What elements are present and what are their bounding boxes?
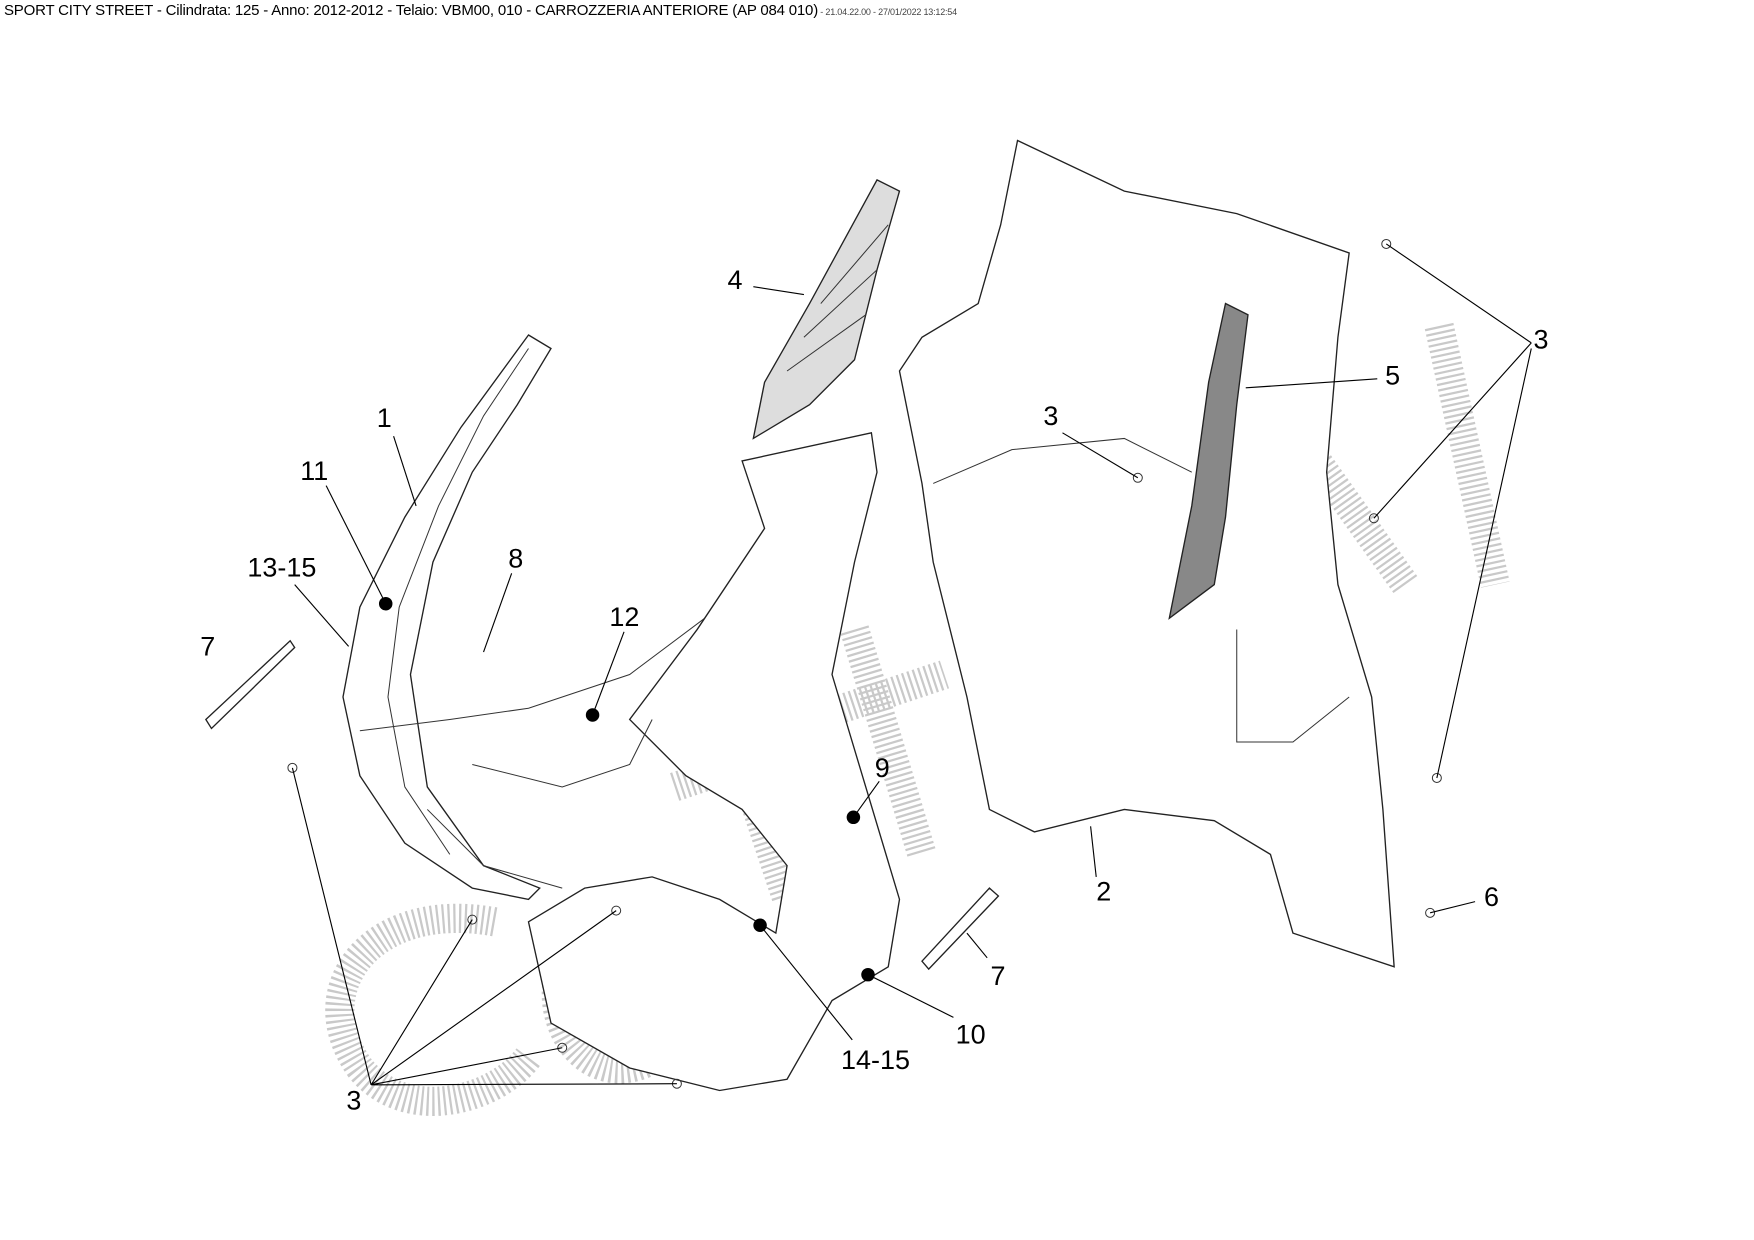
callout-2: 2 [1096, 876, 1111, 906]
callout-14-15: 14-15 [841, 1045, 910, 1075]
part-4-grille [752, 178, 901, 440]
callout-5: 5 [1385, 360, 1400, 390]
part-12-front-shield [426, 432, 901, 1092]
timestamp: - 21.04.22.00 - 27/01/2022 13:12:54 [818, 7, 957, 17]
callout-6: 6 [1484, 882, 1499, 912]
callout-7-left: 7 [200, 631, 215, 661]
callout-10: 10 [956, 1019, 986, 1049]
callout-12: 12 [609, 602, 639, 632]
leader-lines [291, 243, 1532, 1086]
callout-4: 4 [727, 265, 742, 295]
callout-3-bottom: 3 [346, 1086, 361, 1116]
callout-labels: 1 11 13-15 8 7 12 4 3 5 3 9 2 6 7 10 14-… [200, 265, 1548, 1116]
callout-13-15: 13-15 [247, 553, 316, 583]
callout-3-right: 3 [1534, 325, 1549, 355]
title-text: SPORT CITY STREET - Cilindrata: 125 - An… [4, 2, 818, 19]
callout-7-right: 7 [991, 961, 1006, 991]
callout-1: 1 [377, 403, 392, 433]
callout-3-center: 3 [1043, 401, 1058, 431]
part-2-inner-panel [898, 139, 1395, 968]
callout-11: 11 [300, 456, 328, 486]
part-7-strip-left [204, 639, 296, 730]
diagram-title: SPORT CITY STREET - Cilindrata: 125 - An… [4, 2, 957, 19]
callout-9: 9 [875, 753, 890, 783]
part-5-trim-strip [1168, 302, 1249, 620]
part-7-strip-right [921, 887, 1000, 971]
callout-8: 8 [508, 544, 523, 574]
